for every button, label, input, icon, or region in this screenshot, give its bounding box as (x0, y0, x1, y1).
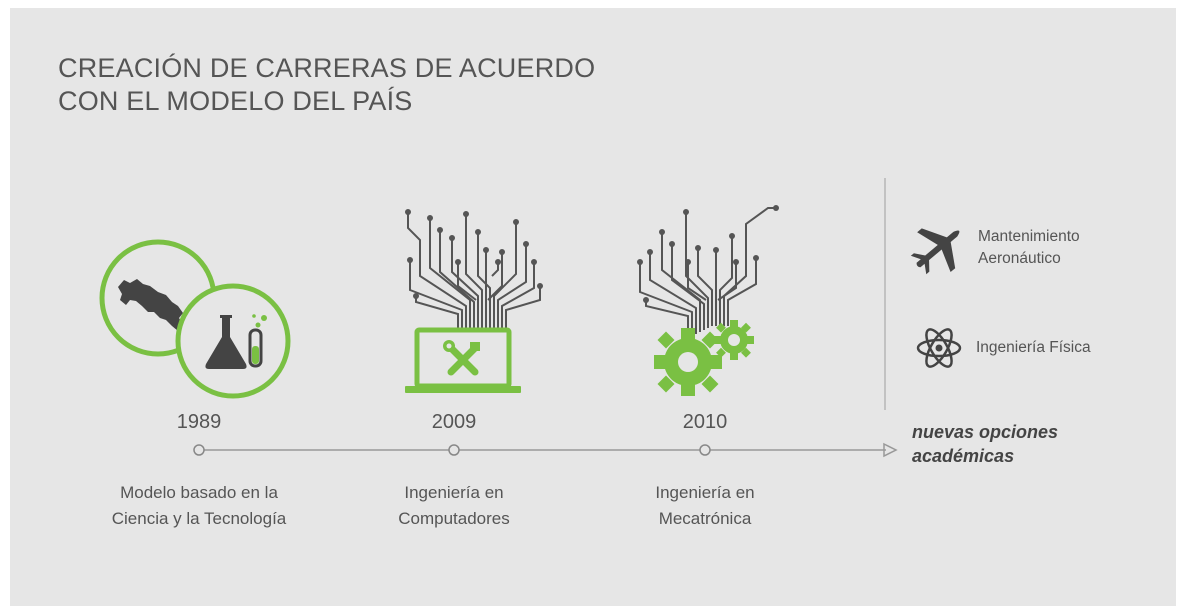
airplane-icon (910, 228, 960, 275)
page-title: CREACIÓN DE CARRERAS DE ACUERDO CON EL M… (58, 52, 595, 118)
flask-circle (175, 283, 291, 399)
costa-rica-map-icon (118, 279, 184, 331)
option-label-line: Mantenimiento (978, 228, 1080, 245)
new-options-line: académicas (912, 446, 1015, 466)
gears-circuit-icon (637, 205, 779, 396)
title-line-2: CON EL MODELO DEL PAÍS (58, 86, 413, 116)
caption-line: Computadores (398, 509, 510, 528)
timeline-marker-2009 (448, 444, 460, 456)
milestone-caption-1989: Modelo basado en la Ciencia y la Tecnolo… (69, 480, 329, 532)
atom-icon (916, 328, 962, 368)
small-gear-icon (714, 320, 754, 360)
laptop-circuit-tools-icon (405, 209, 543, 393)
option-label-line: Aeronáutico (978, 250, 1061, 267)
title-line-1: CREACIÓN DE CARRERAS DE ACUERDO (58, 53, 596, 83)
wrench-screwdriver-icon (447, 344, 479, 376)
circuit-nodes-gears (637, 205, 779, 303)
option-physics-engineering: Ingeniería Física (976, 337, 1091, 359)
caption-line: Modelo basado en la (120, 483, 278, 502)
caption-line: Ingeniería en (655, 483, 755, 502)
large-gear-icon (654, 328, 722, 396)
year-2009: 2009 (431, 411, 477, 433)
new-academic-options-label: nuevas opciones académicas (912, 420, 1058, 468)
laptop-base (405, 386, 521, 393)
timeline-axis (193, 442, 898, 458)
year-2010: 2010 (682, 411, 728, 433)
caption-line: Ciencia y la Tecnología (111, 509, 287, 528)
circuit-lines-gears (639, 207, 776, 338)
option-aeronautical-maintenance: Mantenimiento Aeronáutico (978, 226, 1080, 270)
new-options-line: nuevas opciones (912, 422, 1059, 442)
milestone-caption-2010: Ingeniería en Mecatrónica (575, 480, 835, 532)
year-1989: 1989 (176, 411, 222, 433)
timeline-marker-2010 (699, 444, 711, 456)
test-tube-icon (248, 328, 263, 368)
circuit-lines-laptop (407, 212, 541, 332)
timeline-marker-1989 (193, 444, 205, 456)
costa-rica-map-and-lab-flask-icon (99, 239, 291, 399)
milestone-caption-2009: Ingeniería en Computadores (324, 480, 584, 532)
caption-line: Mecatrónica (658, 509, 752, 528)
timeline-arrowhead (883, 442, 898, 458)
erlenmeyer-flask-icon (205, 315, 247, 369)
option-label-line: Ingeniería Física (976, 339, 1091, 356)
circuit-nodes-laptop (405, 209, 543, 299)
caption-line: Ingeniería en (404, 483, 504, 502)
